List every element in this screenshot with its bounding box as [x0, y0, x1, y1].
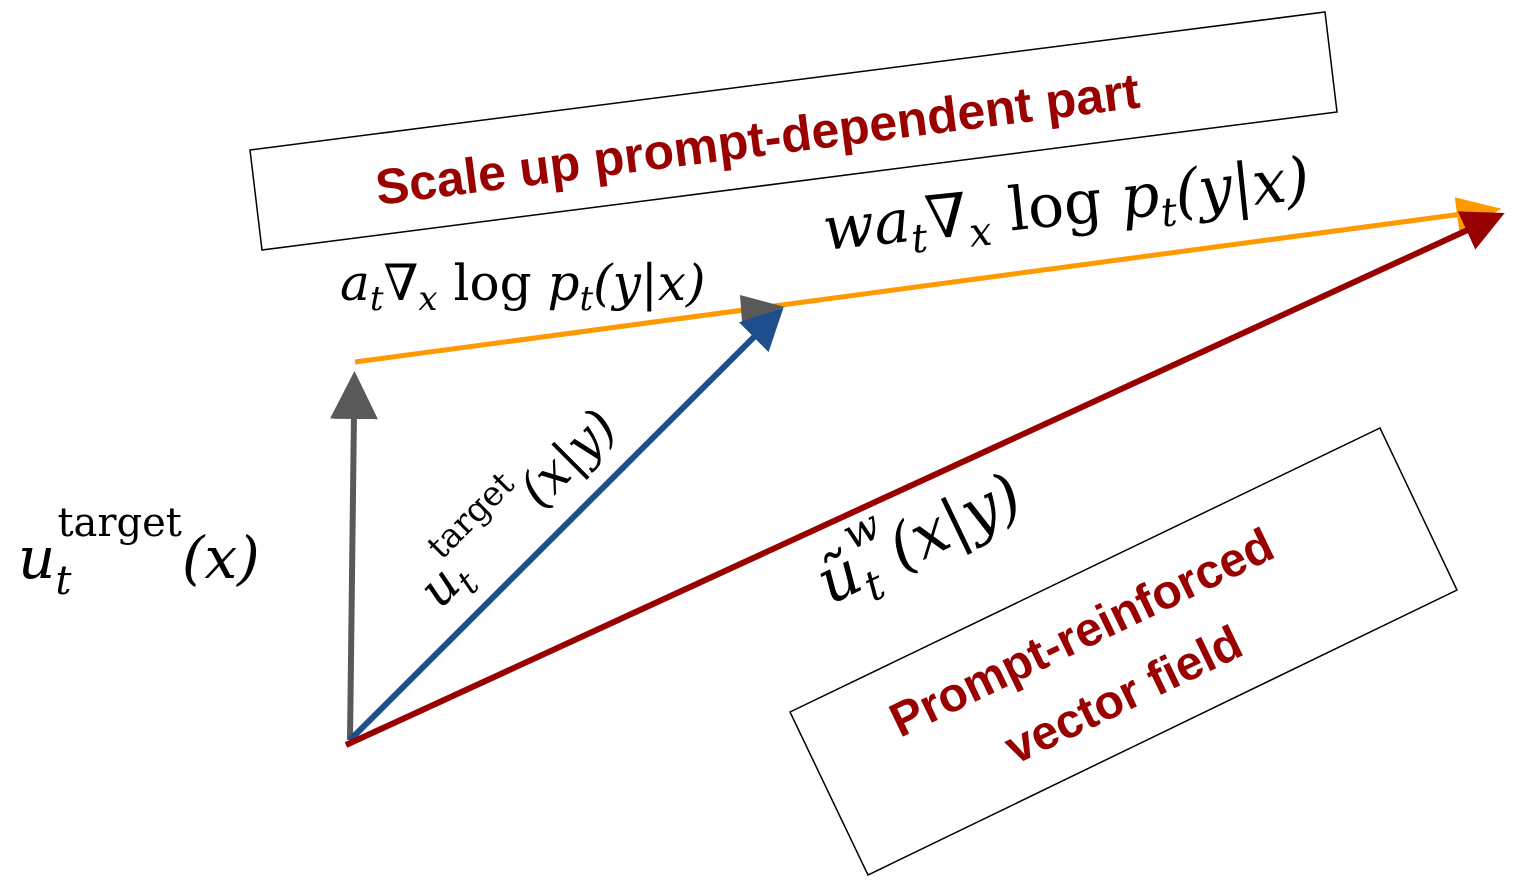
guidance-arrowhead-icon	[740, 295, 785, 322]
conditional-vector-arrow	[347, 307, 784, 743]
guidance-label: at∇x log pt(y|x)	[340, 254, 705, 319]
reinforced-vector-arrow	[344, 211, 1505, 748]
conditional-label: uttarget(x|y)	[394, 384, 634, 624]
unconditional-vector-arrow	[329, 371, 378, 741]
guidance-vector-line	[354, 197, 1502, 365]
scaled-guidance-label: wat∇x log pt(y|x)	[819, 144, 1313, 272]
reinforced-label: ũtw(x|y)	[796, 439, 1038, 628]
unconditional-label: uttarget(x)	[18, 500, 260, 604]
